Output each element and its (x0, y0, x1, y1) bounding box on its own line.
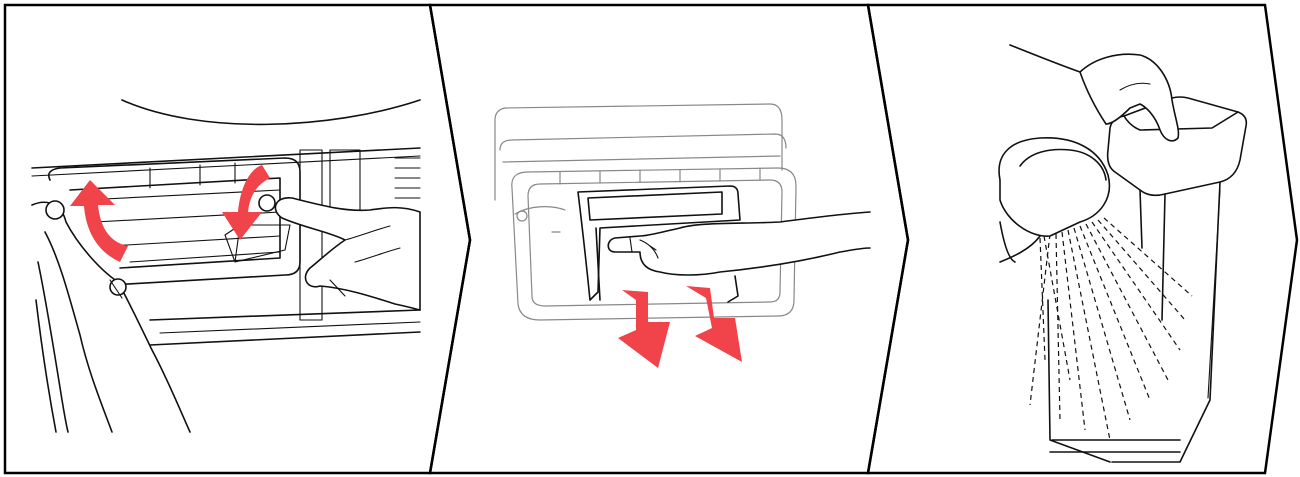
step-2-panel (495, 104, 870, 368)
pull-arrow-left (618, 290, 670, 368)
water-spray (1030, 218, 1192, 440)
pull-arrow-right (686, 286, 742, 362)
left-hand (32, 201, 190, 432)
drum-opening-curve (122, 100, 420, 124)
step-3-panel (999, 45, 1246, 462)
filter-housing-back (495, 104, 786, 200)
right-hand (259, 195, 420, 310)
step-1-panel (32, 100, 420, 432)
shower-head (999, 138, 1109, 262)
